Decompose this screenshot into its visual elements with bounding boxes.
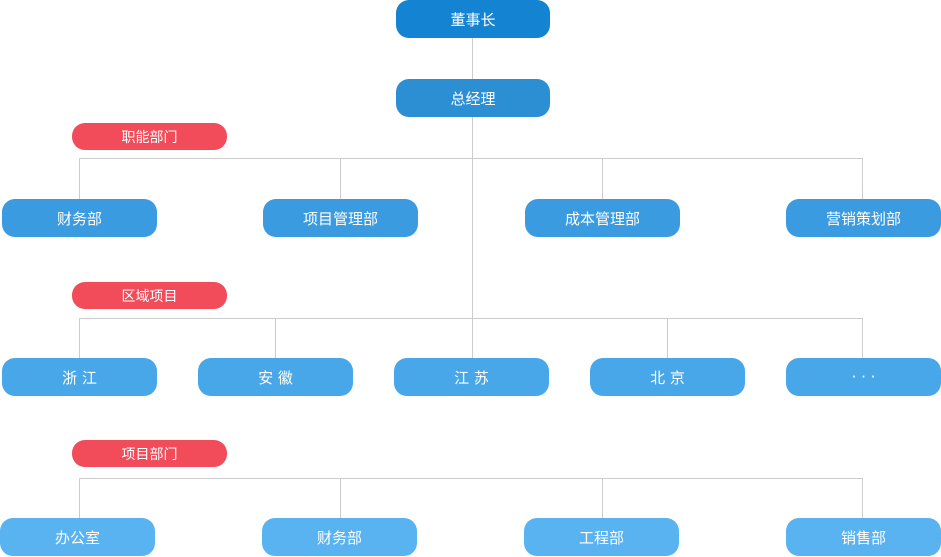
node-region: 江 苏 <box>394 358 549 396</box>
node-project-dept: 办公室 <box>0 518 155 556</box>
node-project-dept: 财务部 <box>262 518 417 556</box>
node-region: 安 徽 <box>198 358 353 396</box>
node-dept: 成本管理部 <box>525 199 680 237</box>
node-dept: 财务部 <box>2 199 157 237</box>
node-general-manager: 总经理 <box>396 79 550 117</box>
node-project-dept: 工程部 <box>524 518 679 556</box>
node-dept: 项目管理部 <box>263 199 418 237</box>
node-project-dept: 销售部 <box>786 518 941 556</box>
node-dept: 营销策划部 <box>786 199 941 237</box>
node-region-more: · · · <box>786 358 941 396</box>
group-tag-functional: 职能部门 <box>72 123 227 150</box>
node-region: 北 京 <box>590 358 745 396</box>
node-region: 浙 江 <box>2 358 157 396</box>
group-tag-regional: 区域项目 <box>72 282 227 309</box>
group-tag-project: 项目部门 <box>72 440 227 467</box>
node-chairman: 董事长 <box>396 0 550 38</box>
